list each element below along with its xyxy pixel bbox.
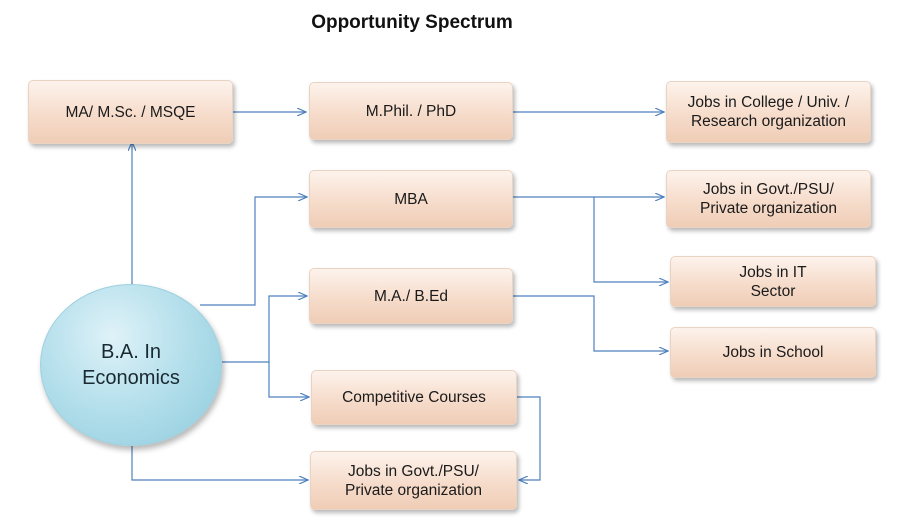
node-jobs-govt-bottom-line1: Jobs in Govt./PSU/ — [348, 462, 479, 480]
node-jobs-it-line1: Jobs in IT — [739, 263, 807, 281]
node-mba-label: MBA — [394, 190, 428, 208]
connector-ba-to-competitive — [268, 362, 309, 397]
center-node-ba-economics: B.A. In Economics — [40, 284, 222, 446]
diagram-title: Opportunity Spectrum — [311, 12, 513, 33]
connector-mba-to-jobs-it — [593, 197, 668, 282]
connector-ba-to-jobs-govt-bottom — [131, 446, 308, 480]
node-jobs-college: Jobs in College / Univ. / Research organ… — [666, 81, 871, 143]
node-ma-bed: M.A./ B.Ed — [309, 268, 513, 324]
node-mphil-phd: M.Phil. / PhD — [309, 82, 513, 140]
node-jobs-college-line1: Jobs in College / Univ. / — [687, 94, 850, 111]
node-mba: MBA — [309, 170, 513, 228]
connector-competitive-to-jobs-govt-bottom — [517, 396, 541, 480]
node-ma-bed-label: M.A./ B.Ed — [373, 287, 449, 305]
node-jobs-govt-private: Jobs in Govt./PSU/ Private organization — [666, 170, 871, 228]
node-jobs-govt-private-line2: Private organization — [700, 200, 837, 217]
node-jobs-school-label: Jobs in School — [722, 344, 824, 361]
node-jobs-it: Jobs in IT Sector — [670, 256, 876, 307]
node-jobs-govt-bottom: Jobs in Govt./PSU/ Private organization — [310, 451, 517, 510]
node-mphil-phd-label: M.Phil. / PhD — [365, 102, 457, 120]
connector-ba-to-ma-bed — [222, 296, 307, 363]
connector-ba-to-mba — [200, 197, 307, 306]
node-competitive-courses: Competitive Courses — [311, 370, 517, 425]
node-jobs-it-line2: Sector — [750, 282, 796, 300]
center-node-line2: Economics — [82, 367, 180, 389]
node-jobs-govt-private-line1: Jobs in Govt./PSU/ — [703, 181, 834, 198]
node-jobs-govt-bottom-line2: Private organization — [345, 481, 482, 499]
node-ma-msc-msqe-label: MA/ M.Sc. / MSQE — [65, 103, 196, 121]
node-ma-msc-msqe: MA/ M.Sc. / MSQE — [28, 80, 233, 144]
node-competitive-courses-label: Competitive Courses — [342, 389, 486, 406]
node-jobs-school: Jobs in School — [670, 327, 876, 378]
node-jobs-college-line2: Research organization — [690, 113, 847, 130]
center-node-line1: B.A. In — [100, 341, 162, 363]
connector-ma-bed-to-jobs-school — [513, 295, 668, 351]
